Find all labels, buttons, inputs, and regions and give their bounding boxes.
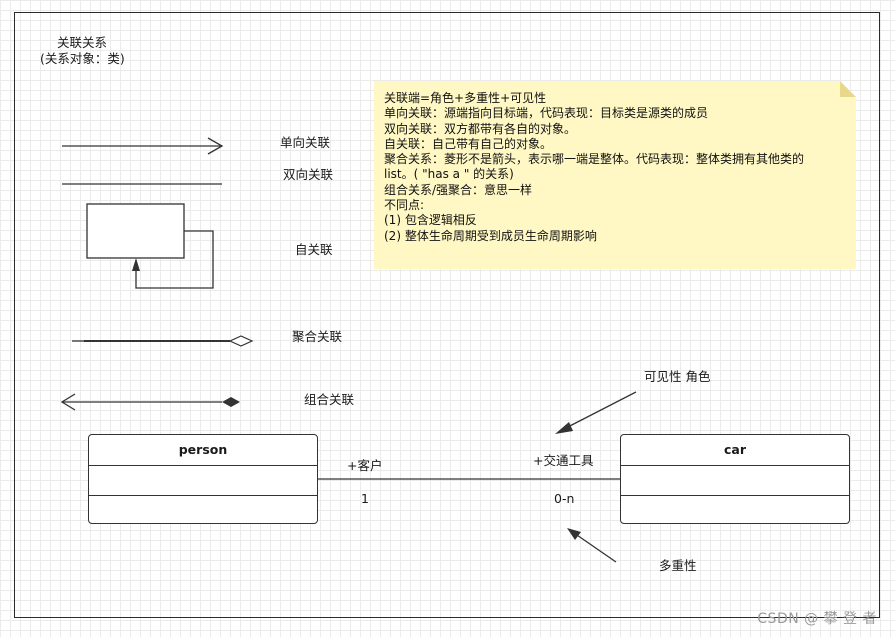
note-line: 单向关联：源端指向目标端，代码表现：目标类是源类的成员 bbox=[384, 106, 709, 121]
person-class-name: person bbox=[89, 435, 317, 466]
note-line: 组合关系/强聚合：意思一样 bbox=[384, 182, 533, 197]
person-class-box[interactable]: person bbox=[88, 434, 318, 524]
note-line: (1) 包含逻辑相反 bbox=[384, 213, 477, 228]
note-line: 关联端=角色+多重性+可见性 bbox=[384, 91, 547, 105]
self-association-shape bbox=[86, 203, 214, 289]
unidirectional-label: 单向关联 bbox=[280, 135, 331, 150]
composition-association-line bbox=[60, 393, 240, 411]
car-class-name: car bbox=[621, 435, 849, 466]
note-line: 不同点: bbox=[384, 198, 425, 213]
right-role-label: +交通工具 bbox=[533, 453, 594, 468]
csdn-watermark: CSDN @ 攀 登 者 bbox=[757, 611, 877, 627]
composition-label: 组合关联 bbox=[304, 392, 355, 407]
multiplicity-annotation: 多重性 bbox=[659, 558, 697, 573]
note-line: 双向关联：双方都带有各自的对象。 bbox=[384, 121, 577, 136]
aggregation-label: 聚合关联 bbox=[292, 329, 343, 344]
legend-title: 关联关系 bbox=[57, 35, 108, 50]
visibility-role-arrow bbox=[555, 391, 637, 434]
note-line: (2) 整体生命周期受到成员生命周期影响 bbox=[384, 228, 597, 243]
car-class-box[interactable]: car bbox=[620, 434, 850, 524]
note-line: 自关联：自己带有自己的对象。 bbox=[384, 136, 553, 151]
explanation-note: 关联端=角色+多重性+可见性 单向关联：源端指向目标端，代码表现：目标类是源类的… bbox=[374, 81, 856, 269]
person-methods-section bbox=[89, 496, 317, 525]
legend-subtitle: (关系对象：类) bbox=[40, 51, 125, 66]
car-attributes-section bbox=[621, 466, 849, 496]
left-role-label: +客户 bbox=[347, 458, 383, 473]
note-line: 聚合关系：菱形不是箭头，表示哪一端是整体。代码表现：整体类拥有其他类的 bbox=[384, 152, 805, 167]
bidirectional-label: 双向关联 bbox=[283, 167, 334, 182]
unidirectional-association-line bbox=[62, 137, 224, 155]
self-association-label: 自关联 bbox=[295, 242, 333, 257]
right-multiplicity-label: 0-n bbox=[554, 491, 575, 506]
visibility-role-annotation: 可见性 角色 bbox=[644, 369, 711, 384]
aggregation-association-line bbox=[72, 335, 254, 347]
note-line: list。( "has a " 的关系) bbox=[384, 167, 514, 182]
multiplicity-arrow bbox=[567, 528, 617, 563]
left-multiplicity-label: 1 bbox=[361, 491, 369, 506]
diagram-frame bbox=[14, 12, 880, 618]
car-methods-section bbox=[621, 496, 849, 525]
person-attributes-section bbox=[89, 466, 317, 496]
